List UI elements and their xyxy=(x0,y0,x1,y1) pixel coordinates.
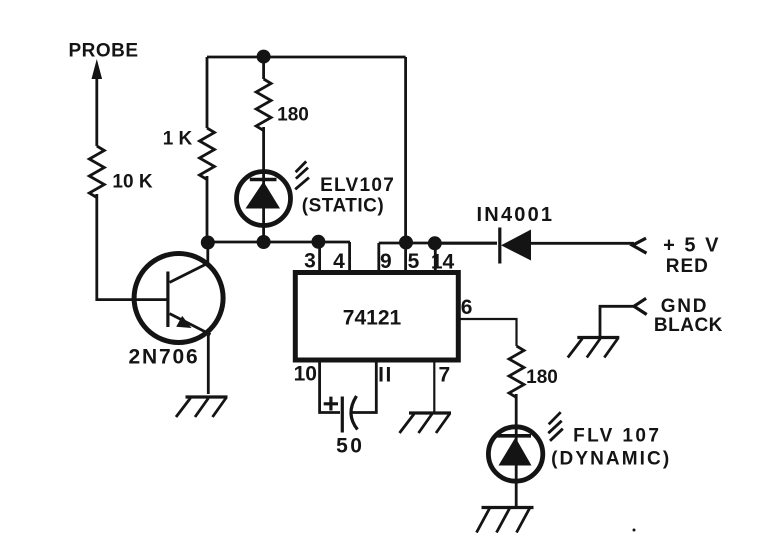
svg-text:1 K: 1 K xyxy=(163,128,193,149)
svg-text:GND: GND xyxy=(661,296,709,317)
svg-text:II: II xyxy=(378,364,393,387)
svg-text:14: 14 xyxy=(431,251,455,274)
svg-text:IN4001: IN4001 xyxy=(477,204,555,226)
svg-text:ELV107: ELV107 xyxy=(320,175,395,196)
svg-text:180: 180 xyxy=(526,367,558,388)
svg-text:PROBE: PROBE xyxy=(68,40,138,61)
svg-text:6: 6 xyxy=(461,296,473,319)
svg-text:3: 3 xyxy=(304,250,316,273)
svg-text:+ 5 V: + 5 V xyxy=(663,234,720,256)
svg-text:2N706: 2N706 xyxy=(129,346,200,369)
svg-text:50: 50 xyxy=(336,434,364,457)
svg-text:10: 10 xyxy=(294,362,317,385)
svg-text:7: 7 xyxy=(438,364,450,387)
svg-text:9: 9 xyxy=(380,250,392,273)
svg-text:BLACK: BLACK xyxy=(654,315,723,336)
svg-text:74121: 74121 xyxy=(343,307,402,330)
svg-text:5: 5 xyxy=(408,250,420,273)
svg-text:180: 180 xyxy=(277,105,309,126)
svg-text:RED: RED xyxy=(666,256,709,277)
svg-text:4: 4 xyxy=(333,250,345,273)
svg-text:(DYNAMIC): (DYNAMIC) xyxy=(551,449,671,470)
svg-text:10 K: 10 K xyxy=(112,171,152,192)
svg-text:FLV 107: FLV 107 xyxy=(573,425,661,446)
svg-text:(STATIC): (STATIC) xyxy=(302,196,384,217)
